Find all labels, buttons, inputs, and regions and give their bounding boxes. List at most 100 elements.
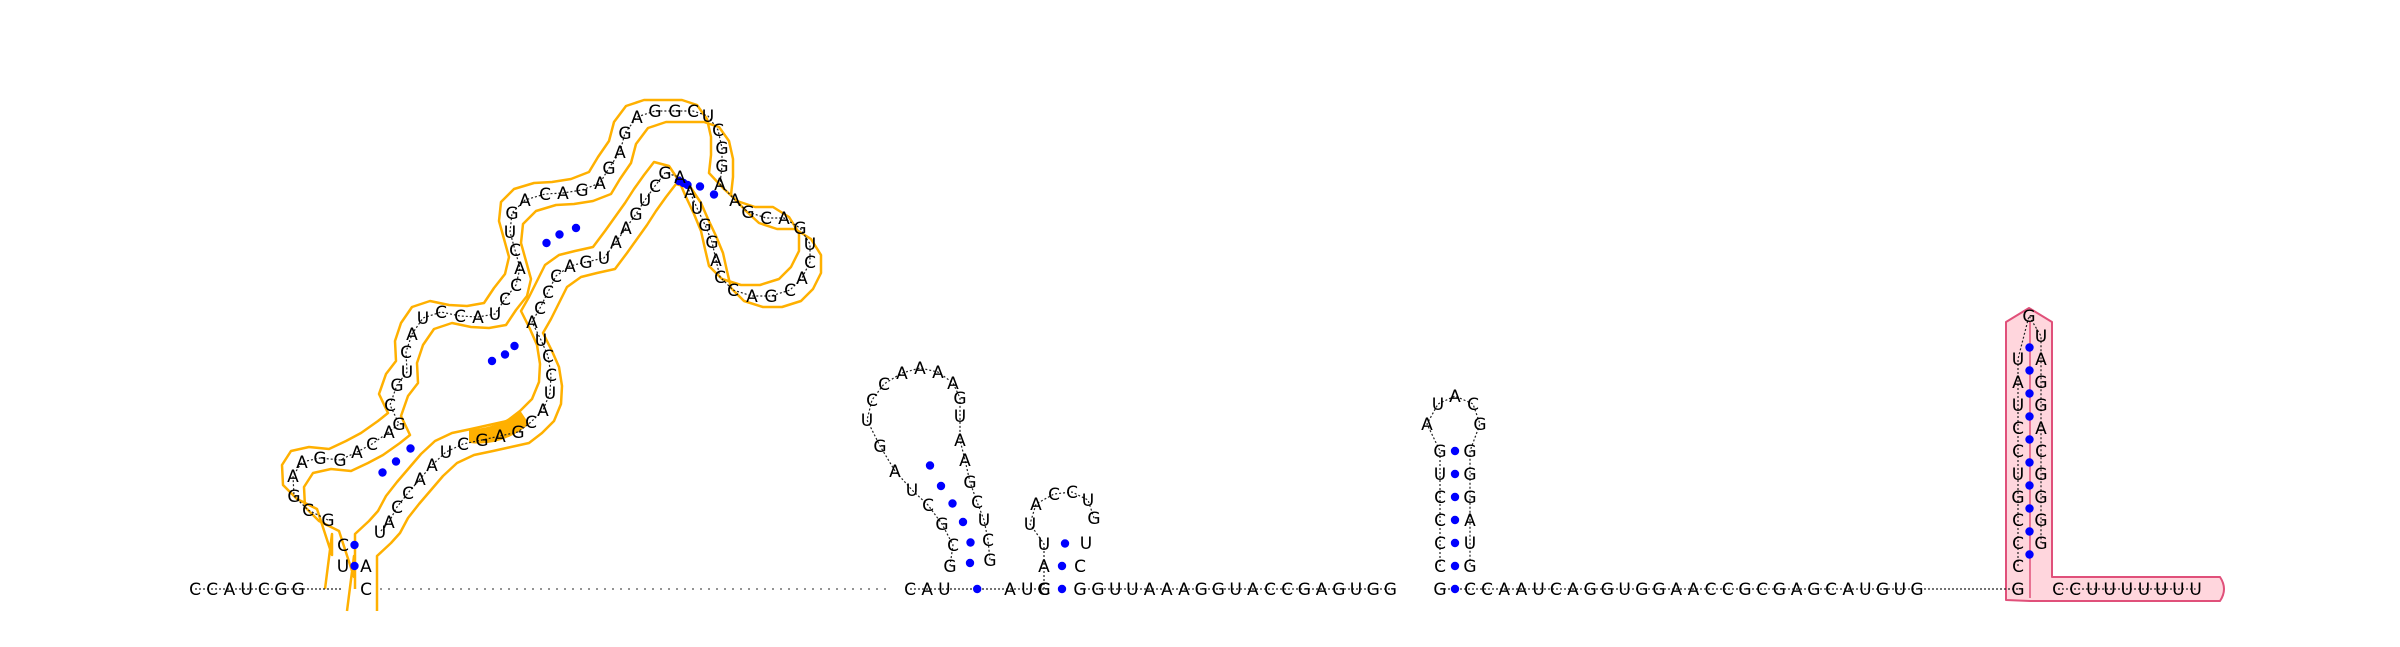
loop-nucleotide: C <box>302 501 314 521</box>
hairpin-nucleotide: A <box>914 359 926 379</box>
backbone-link <box>866 367 991 567</box>
base-pair-dot <box>1450 561 1460 571</box>
hairpin-nucleotide: C <box>866 391 878 411</box>
loop-nucleotide: C <box>435 303 447 323</box>
loop-nucleotide: A <box>557 184 569 204</box>
loop-nucleotide: A <box>746 287 758 307</box>
base-pair-dot <box>2025 435 2034 444</box>
five-prime-nucleotide: G <box>292 580 305 600</box>
loop-nucleotide: A <box>710 251 722 271</box>
linker-nucleotide: G <box>1807 580 1820 600</box>
base-pair-dot <box>555 230 564 239</box>
loop-nucleotide: C <box>542 283 554 303</box>
loop-nucleotide: A <box>296 453 308 473</box>
base-pair-dot <box>500 350 510 359</box>
linker-nucleotide: A <box>1178 580 1190 600</box>
hairpin-nucleotide: A <box>932 363 944 383</box>
linker-nucleotide: G <box>1601 580 1614 600</box>
loop-nucleotide: C <box>760 209 772 229</box>
loop-nucleotide: G <box>321 511 334 531</box>
loop-nucleotide: A <box>564 257 576 277</box>
five-prime-nucleotide: A <box>224 580 236 600</box>
five-prime-nucleotide: C <box>258 580 270 600</box>
linker-nucleotide: U <box>1350 580 1362 600</box>
three-prime-nucleotide: U <box>2121 580 2133 600</box>
three-prime-nucleotide: C <box>2052 580 2064 600</box>
stem-nucleotide: C <box>1434 557 1446 577</box>
pink-highlight-region <box>2005 307 2225 602</box>
stem-nucleotide: U <box>1434 465 1446 485</box>
linker-nucleotide: A <box>1161 580 1173 600</box>
base-pair-dot <box>1060 539 1070 548</box>
hairpin-nucleotide: U <box>1082 491 1094 511</box>
linker-nucleotide: U <box>1109 580 1121 600</box>
three-prime-nucleotide: C <box>2069 580 2081 600</box>
loop-nucleotide: C <box>457 435 469 455</box>
base-pair-dot <box>2025 527 2034 536</box>
hairpin-nucleotide: C <box>1074 557 1086 577</box>
hairpin-nucleotide: U <box>1038 535 1050 555</box>
loop-nucleotide: A <box>406 325 418 345</box>
base-pair-dot <box>973 584 982 594</box>
hairpin-nucleotide: C <box>1048 485 1060 505</box>
nucleotide: C <box>1464 580 1476 600</box>
loop-nucleotide: C <box>384 396 396 416</box>
base-pair-dot <box>1450 492 1460 502</box>
loop-nucleotide: A <box>1421 415 1433 435</box>
loop-nucleotide: G <box>390 376 403 396</box>
orange-highlight-outline-outer <box>280 98 801 590</box>
loop-nucleotide: G <box>698 216 711 236</box>
backbone-link <box>1426 395 1481 566</box>
loop-nucleotide: A <box>684 183 696 203</box>
loop-nucleotide: G <box>705 233 718 253</box>
loop-nucleotide: G <box>668 102 681 122</box>
loop-nucleotide: A <box>614 143 626 163</box>
stem-nucleotide: G <box>2034 373 2047 393</box>
linker-nucleotide: C <box>1481 580 1493 600</box>
base-pair-dot <box>1450 538 1460 548</box>
base-pair-dot <box>948 499 957 508</box>
loop-nucleotide: C <box>499 290 511 310</box>
stem-nucleotide: A <box>1464 511 1476 531</box>
stem-nucleotide: C <box>2012 511 2024 531</box>
loop-nucleotide: A <box>674 168 686 188</box>
base-pair-dot <box>925 461 935 470</box>
loop-nucleotide: A <box>631 108 643 128</box>
hairpin-nucleotide: G <box>953 389 966 409</box>
stem-nucleotide: C <box>2012 557 2024 577</box>
loop-nucleotide: A <box>1449 387 1461 407</box>
stem-nucleotide: G <box>2034 511 2047 531</box>
linker-nucleotide: G <box>1652 580 1665 600</box>
loop-nucleotide: C <box>687 102 699 122</box>
linker-nucleotide: C <box>1264 580 1276 600</box>
stem-nucleotide: A <box>2035 419 2047 439</box>
loop-nucleotide: G <box>715 139 728 159</box>
loop-nucleotide: A <box>610 233 622 253</box>
loop-nucleotide: A <box>383 423 395 443</box>
loop-nucleotide: G <box>618 124 631 144</box>
backbone-link <box>1029 491 1095 589</box>
hairpin-nucleotide: U <box>861 411 873 431</box>
loop-nucleotide: C <box>366 435 378 455</box>
linker-nucleotide: C <box>1550 580 1562 600</box>
loop-nucleotide: C <box>534 299 546 319</box>
nucleotide: G <box>1433 580 1446 600</box>
linker-nucleotide: A <box>1316 580 1328 600</box>
hairpin-nucleotide: G <box>1073 580 1086 600</box>
stem-nucleotide: A <box>2012 373 2024 393</box>
loop-nucleotide: A <box>537 401 549 421</box>
hairpin-nucleotide: G <box>1087 509 1100 529</box>
loop-nucleotide: C <box>400 343 412 363</box>
base-pair-dot <box>406 444 415 453</box>
hairpin-nucleotide: C <box>878 375 890 395</box>
loop-nucleotide: C <box>402 484 414 504</box>
linker-nucleotide: A <box>1498 580 1510 600</box>
hairpin-nucleotide: C <box>982 531 994 551</box>
base-pair-dot <box>2025 458 2034 467</box>
hairpin-nucleotide: U <box>1024 515 1036 535</box>
stem-nucleotide: U <box>2012 350 2024 370</box>
loop-nucleotide: A <box>351 443 363 463</box>
base-pair-dot <box>1450 584 1460 594</box>
hairpin-nucleotide: C <box>971 493 983 513</box>
linker-nucleotide: G <box>1332 580 1345 600</box>
